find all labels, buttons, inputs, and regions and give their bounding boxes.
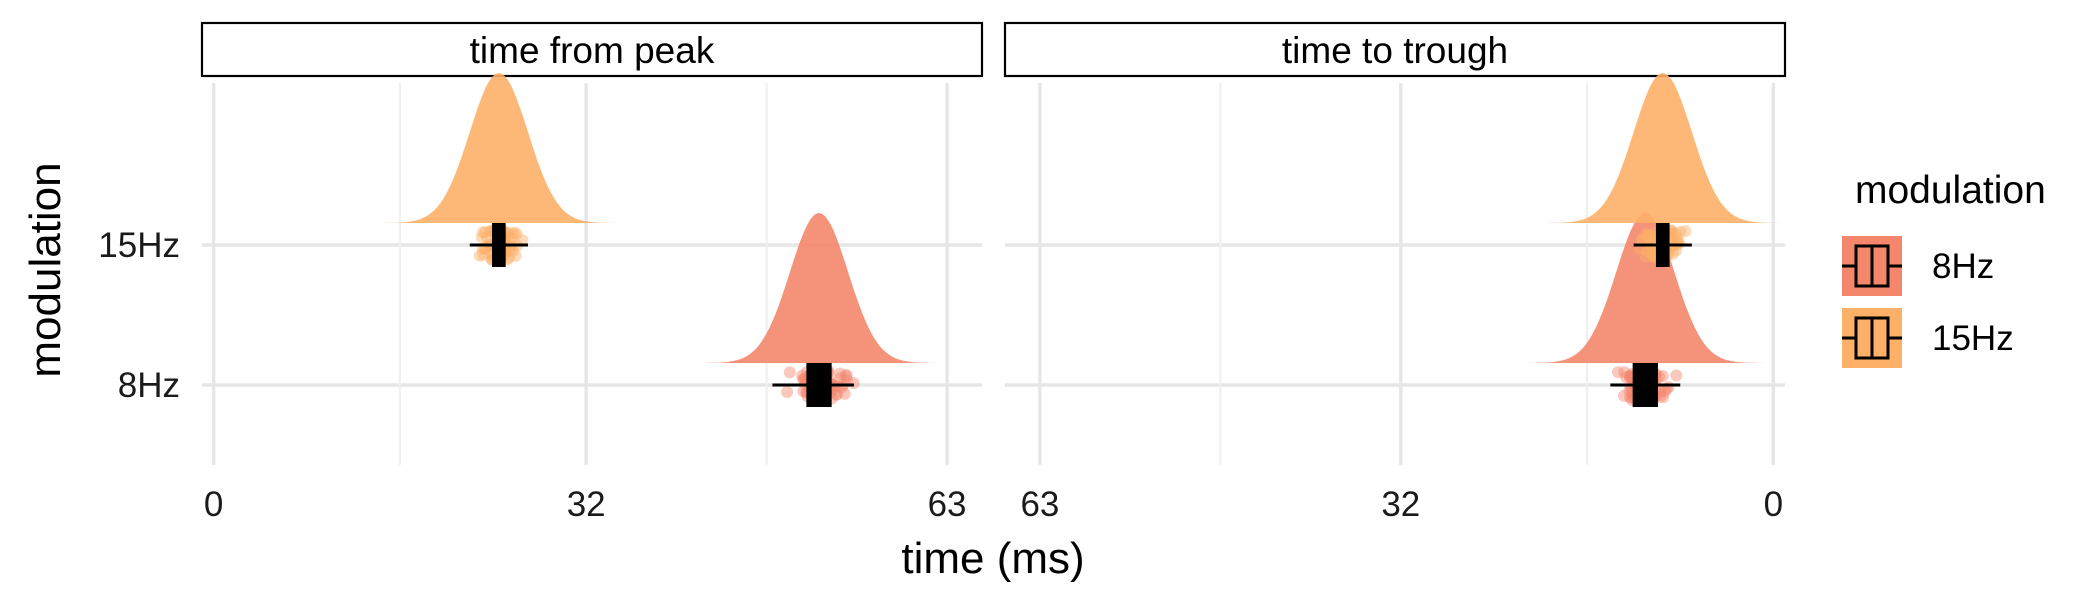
data-point — [1623, 384, 1636, 397]
x-tick-label: 32 — [567, 485, 606, 524]
data-point — [1666, 247, 1679, 260]
legend-entry-8Hz: 8Hz — [1842, 236, 1994, 296]
x-tick-label: 63 — [928, 485, 967, 524]
data-point — [509, 249, 522, 262]
data-point — [797, 373, 810, 386]
panel-marks — [382, 73, 936, 407]
data-point — [1657, 391, 1669, 404]
data-point — [1671, 232, 1683, 245]
violin-8Hz — [1528, 213, 1762, 363]
y-tick-labels: 8Hz 15Hz — [98, 226, 180, 405]
x-tick-label: 0 — [1764, 485, 1783, 524]
data-point — [1618, 389, 1630, 402]
raincloud-15Hz — [1546, 73, 1780, 267]
data-point — [1641, 229, 1654, 242]
violin-15Hz — [1546, 73, 1780, 223]
data-point — [847, 377, 860, 390]
data-point — [516, 234, 529, 247]
data-point — [781, 386, 794, 398]
data-point — [477, 248, 489, 261]
data-point — [1666, 226, 1679, 239]
facet-panel-right: time to trough 63 32 0 — [1003, 21, 1787, 524]
facet-strip-label: time to trough — [1282, 30, 1508, 71]
facet-strip-time-from-peak: time from peak — [200, 21, 984, 78]
data-point — [1642, 245, 1655, 258]
data-point — [830, 388, 843, 401]
data-point — [841, 374, 853, 386]
data-point — [1612, 366, 1624, 379]
data-point — [476, 226, 489, 239]
x-tick-label: 63 — [1020, 485, 1059, 524]
data-point — [1670, 369, 1683, 382]
data-point — [839, 369, 852, 382]
data-point — [506, 244, 519, 257]
data-point — [796, 369, 809, 382]
data-point — [475, 231, 488, 244]
y-tick-label: 15Hz — [98, 226, 180, 265]
x-tick-labels: 63 32 0 — [1020, 485, 1783, 524]
data-point — [473, 249, 486, 262]
data-point — [1670, 244, 1682, 257]
legend-entries: 8Hz 15Hz — [1842, 236, 2014, 368]
data-point — [1658, 385, 1671, 398]
panel-grid — [202, 83, 982, 465]
data-point — [480, 231, 493, 244]
data-point — [1618, 366, 1631, 379]
x-axis-title: time (ms) — [901, 534, 1084, 583]
data-point — [1643, 230, 1656, 242]
data-point — [510, 228, 523, 241]
legend-label: 8Hz — [1932, 247, 1994, 286]
data-point — [1646, 245, 1659, 258]
data-point — [1679, 225, 1692, 238]
facet-panel-left: time from peak 0 32 63 — [200, 21, 984, 524]
violin-8Hz — [702, 213, 936, 363]
data-point — [1656, 370, 1669, 382]
data-point — [1640, 227, 1653, 240]
x-tick-label: 32 — [1381, 485, 1420, 524]
legend-label: 15Hz — [1932, 319, 2014, 358]
facet-strip-time-to-trough: time to trough — [1003, 21, 1787, 78]
data-point — [1666, 233, 1679, 246]
data-point — [1636, 234, 1649, 247]
data-point — [508, 226, 521, 239]
raincloud-8Hz — [702, 213, 936, 407]
data-point — [830, 388, 843, 401]
y-axis-title: modulation — [21, 162, 70, 377]
data-point — [1644, 229, 1657, 242]
data-point — [783, 366, 796, 379]
data-point — [1620, 371, 1633, 384]
data-point — [502, 251, 515, 264]
x-tick-label: 0 — [204, 485, 223, 524]
data-point — [1646, 249, 1659, 261]
data-point — [1639, 250, 1652, 263]
data-point — [506, 227, 519, 240]
legend: modulation 8Hz 15Hz — [1842, 169, 2046, 368]
x-tick-labels: 0 32 63 — [204, 485, 967, 524]
data-point — [834, 367, 847, 380]
legend-title: modulation — [1855, 169, 2046, 212]
legend-entry-15Hz: 15Hz — [1842, 308, 2014, 368]
data-point — [834, 372, 847, 384]
raincloud-15Hz — [382, 73, 616, 267]
panel-marks — [1528, 73, 1780, 407]
raincloud-8Hz — [1528, 213, 1762, 407]
violin-15Hz — [382, 73, 616, 223]
data-point — [838, 387, 851, 400]
data-point — [505, 232, 518, 244]
facet-strip-label: time from peak — [470, 30, 715, 71]
data-point — [479, 226, 492, 239]
data-point — [1674, 225, 1687, 238]
y-tick-label: 8Hz — [118, 366, 180, 405]
data-point — [840, 369, 853, 381]
data-point — [1635, 234, 1648, 247]
data-point — [1670, 227, 1682, 240]
